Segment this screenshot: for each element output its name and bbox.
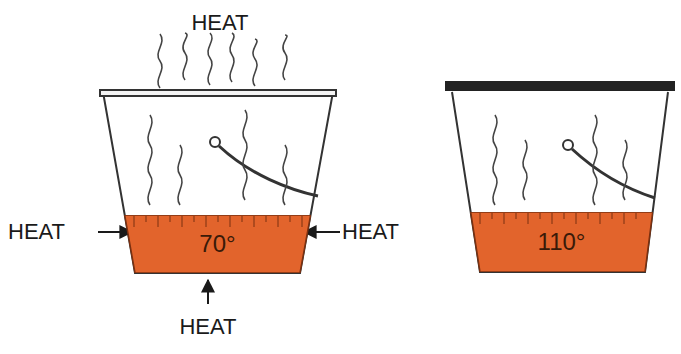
scale-tick (302, 216, 303, 227)
scale-tick (564, 213, 565, 219)
scale-tick (528, 213, 529, 224)
liquid-fill (125, 215, 311, 273)
heat-label: HEAT (191, 12, 248, 34)
scale-tick (134, 216, 135, 227)
scale-tick (170, 216, 171, 222)
scale-tick (218, 216, 219, 222)
scale-tick (230, 216, 231, 227)
liquid-fill (471, 212, 653, 272)
scale-tick (242, 216, 243, 222)
scale-tick (266, 216, 267, 222)
liquid-level: 110° (470, 212, 653, 272)
scale-tick (278, 216, 279, 227)
heat-label: HEAT (8, 221, 65, 243)
scale-tick (194, 216, 195, 222)
liquid-level: 70° (124, 215, 311, 273)
scale-tick (540, 213, 541, 219)
heat-waves (493, 115, 627, 205)
heat-label: HEAT (179, 316, 236, 338)
covered-bucket (446, 82, 674, 272)
temperature-reading: 70° (199, 230, 235, 258)
scale-tick (492, 213, 493, 219)
scale-tick (290, 216, 291, 222)
scale-tick (600, 213, 601, 224)
scale-tick (504, 213, 505, 224)
scale-tick (624, 213, 625, 224)
scale-tick (146, 216, 147, 222)
scale-tick (552, 213, 553, 224)
scale-tick (480, 213, 481, 224)
heat-label: HEAT (342, 221, 399, 243)
scale-tick (636, 213, 637, 219)
scale-tick (254, 216, 255, 227)
scale-tick (588, 213, 589, 219)
scale-tick (182, 216, 183, 227)
scale-tick (576, 213, 577, 224)
scale-tick (158, 216, 159, 227)
heat-waves (148, 33, 287, 205)
temperature-reading: 110° (538, 228, 586, 256)
scale-tick (612, 213, 613, 219)
scale-tick (516, 213, 517, 219)
scale-tick (206, 216, 207, 227)
open-bucket (100, 90, 336, 273)
